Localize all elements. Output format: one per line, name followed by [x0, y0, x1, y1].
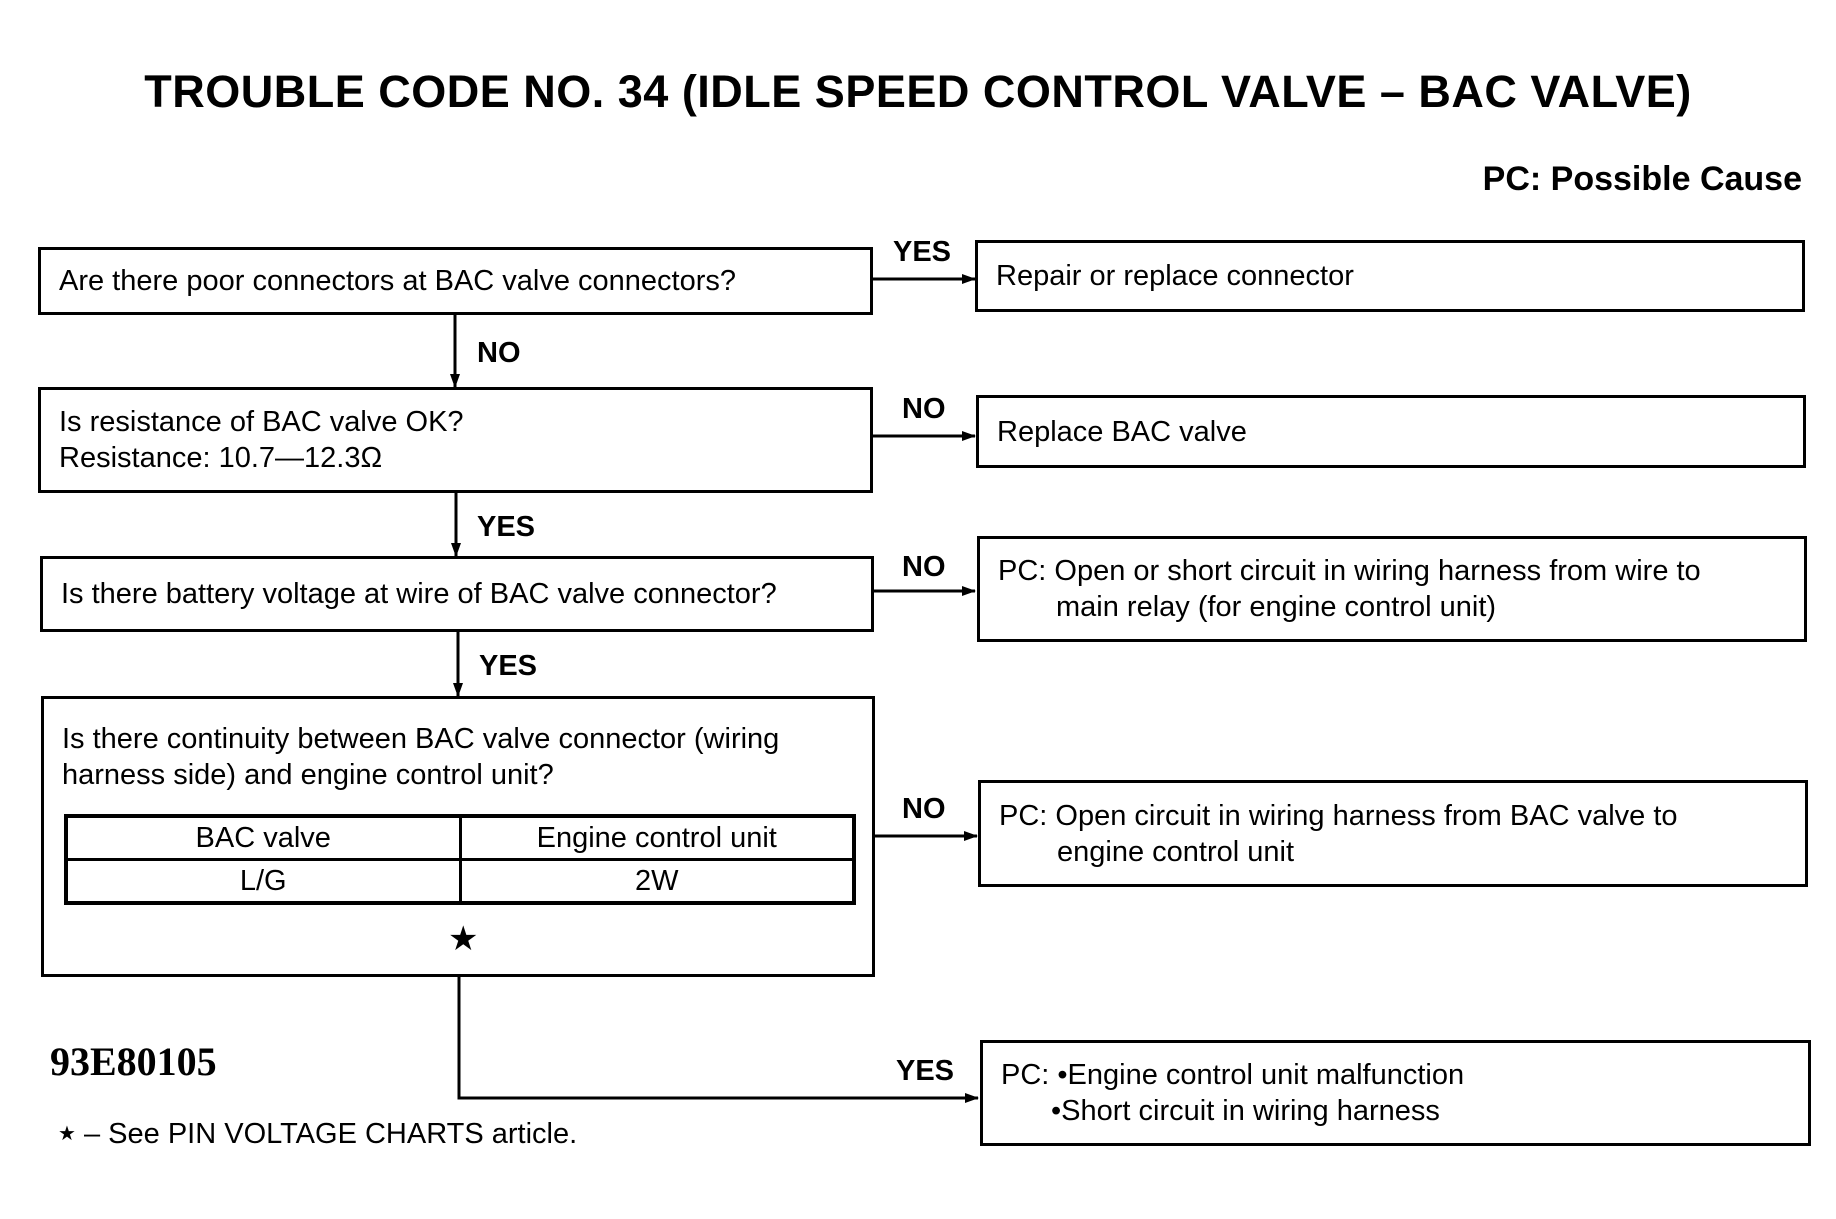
result-text: Replace BAC valve — [997, 415, 1247, 448]
table-header-cell: Engine control unit — [458, 814, 856, 861]
step-battery-voltage: Is there battery voltage at wire of BAC … — [40, 556, 874, 632]
table-cell: 2W — [458, 858, 856, 905]
table-row: BAC valve Engine control unit — [64, 814, 856, 861]
branch-label-no: NO — [477, 337, 521, 369]
step-text: harness side) and engine control unit? — [62, 759, 554, 791]
result-text: PC: Open circuit in wiring harness from … — [999, 799, 1678, 832]
step-text: Is there continuity between BAC valve co… — [62, 723, 780, 755]
table-header-cell: BAC valve — [64, 814, 462, 861]
star-icon: ★ — [448, 920, 479, 958]
branch-label-no: NO — [902, 793, 946, 825]
step-text: Are there poor connectors at BAC valve c… — [59, 265, 737, 297]
result-wiring-main-relay: PC: Open or short circuit in wiring harn… — [977, 536, 1807, 642]
star-icon: ★ — [58, 1123, 76, 1145]
step-text: Is resistance of BAC valve OK? — [59, 406, 464, 438]
result-prefix: PC: — [1001, 1059, 1050, 1091]
table-row: L/G 2W — [64, 858, 856, 905]
branch-label-yes: YES — [477, 511, 536, 543]
step-poor-connectors: Are there poor connectors at BAC valve c… — [38, 247, 873, 315]
result-text: main relay (for engine control unit) — [1056, 591, 1497, 623]
result-text: •Engine control unit malfunction — [1057, 1059, 1465, 1091]
step-continuity-check: Is there continuity between BAC valve co… — [41, 696, 875, 977]
footnote: ★ – See PIN VOLTAGE CHARTS article. — [58, 1118, 577, 1151]
page-title: TROUBLE CODE NO. 34 (IDLE SPEED CONTROL … — [144, 66, 1692, 117]
result-text: engine control unit — [1057, 835, 1294, 868]
arrow-s4-yes — [457, 977, 979, 1103]
result-text: PC: Open or short circuit in wiring harn… — [998, 555, 1701, 587]
result-repair-connector: Repair or replace connector — [975, 240, 1805, 312]
step-resistance-check: Is resistance of BAC valve OK? Resistanc… — [38, 387, 873, 493]
result-replace-valve: Replace BAC valve — [976, 395, 1806, 468]
result-text: Repair or replace connector — [996, 260, 1354, 292]
branch-label-yes: YES — [479, 650, 538, 682]
branch-label-no: NO — [902, 393, 946, 425]
pin-table: BAC valve Engine control unit L/G 2W — [64, 814, 856, 905]
footnote-text: – See PIN VOLTAGE CHARTS article. — [75, 1118, 578, 1150]
branch-label-no: NO — [902, 551, 946, 583]
branch-label-yes: YES — [893, 236, 952, 268]
step-text: Is there battery voltage at wire of BAC … — [61, 578, 777, 610]
figure-id: 93E80105 — [50, 1039, 217, 1084]
result-line: PC: •Engine control unit malfunction — [1001, 1057, 1792, 1093]
result-ecu-malfunction: PC: •Engine control unit malfunction •Sh… — [980, 1040, 1811, 1146]
table-cell: L/G — [64, 858, 462, 905]
result-text: •Short circuit in wiring harness — [1051, 1095, 1440, 1127]
legend-possible-cause: PC: Possible Cause — [1482, 160, 1802, 198]
branch-label-yes: YES — [896, 1055, 955, 1087]
result-open-circuit: PC: Open circuit in wiring harness from … — [978, 780, 1808, 887]
step-text: Resistance: 10.7—12.3Ω — [59, 442, 383, 474]
